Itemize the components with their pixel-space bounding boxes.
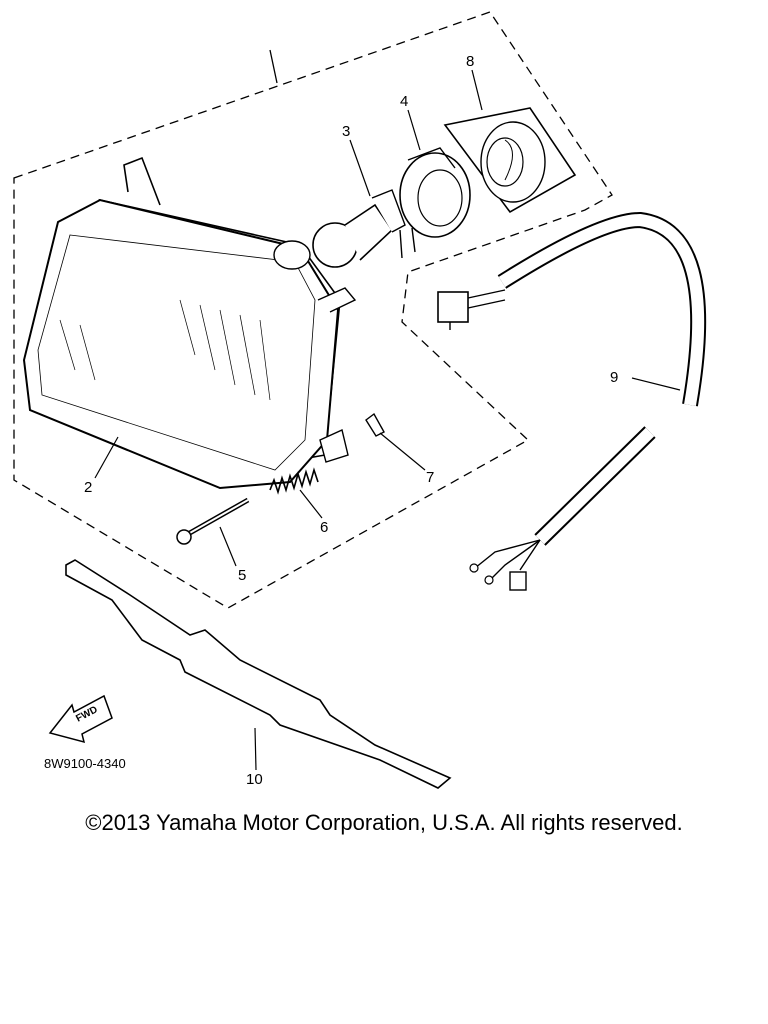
callout-5: 5 (238, 567, 246, 584)
bulb-cover (443, 107, 577, 214)
bulb-holder (399, 147, 471, 238)
bulb (312, 189, 416, 268)
assembly-boundary-dashed (13, 11, 613, 609)
headlight-bracket (65, 559, 452, 789)
callout-3: 3 (342, 123, 350, 140)
callout-8: 8 (466, 53, 474, 70)
part-code: 8W9100-4340 (44, 756, 126, 771)
callout-7: 7 (426, 469, 434, 486)
fwd-arrow-icon: FWD (48, 694, 113, 744)
wire-harness (437, 211, 707, 591)
callout-10: 10 (246, 771, 263, 788)
leader-line-1 (269, 49, 278, 84)
headlight-exploded-diagram: FWD 2 3 4 5 6 7 8 9 10 8W9100-4340 (13, 11, 707, 789)
callout-6: 6 (320, 519, 328, 536)
copyright-notice: ©2013 Yamaha Motor Corporation, U.S.A. A… (85, 810, 683, 835)
callout-2: 2 (84, 479, 92, 496)
leader-lines (94, 69, 681, 771)
callout-9: 9 (610, 369, 618, 386)
headlight-unit (22, 156, 357, 490)
callout-4: 4 (400, 93, 408, 110)
clip (365, 412, 385, 437)
spring (269, 467, 319, 495)
adjusting-screw (176, 497, 250, 545)
